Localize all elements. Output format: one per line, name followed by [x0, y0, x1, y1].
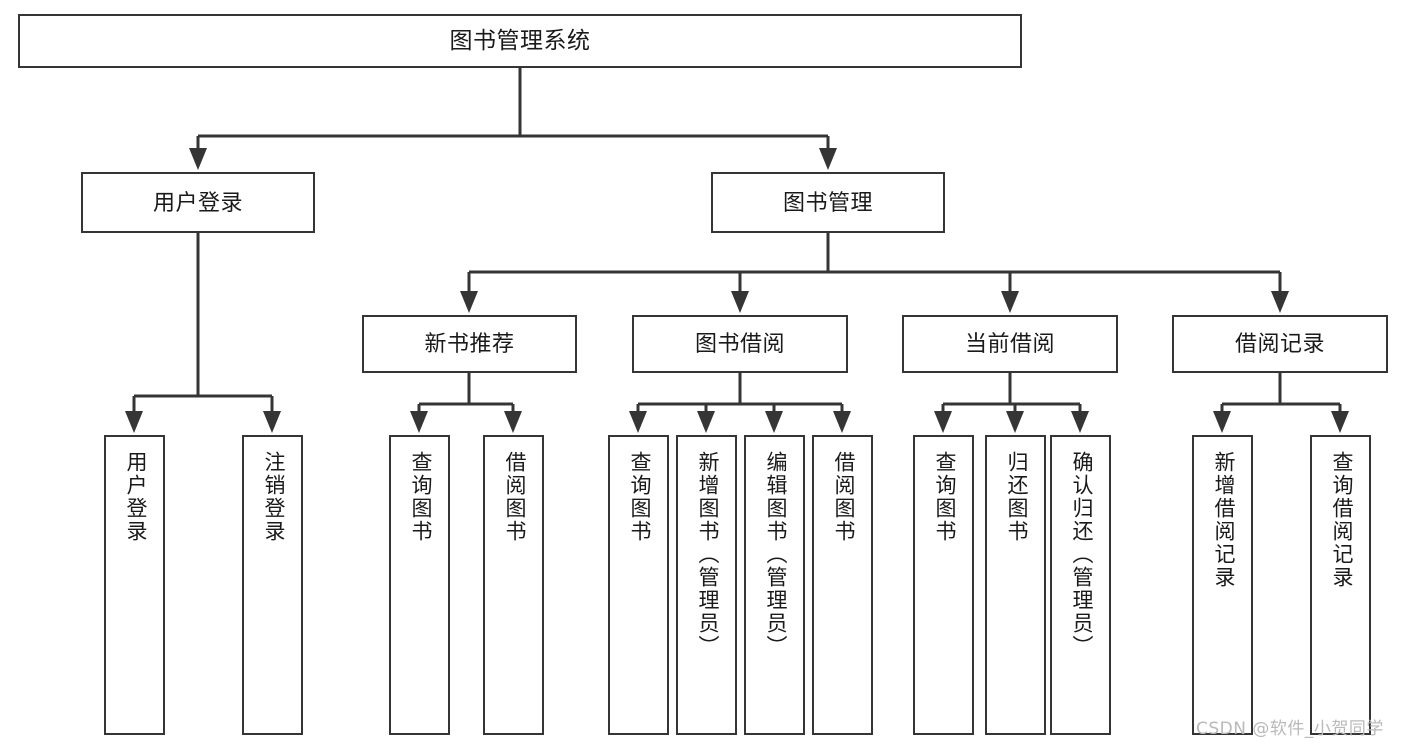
node-leaf-borrow-book-2[interactable]: 借阅图书 [812, 435, 873, 735]
node-label: 查询图书 [408, 451, 432, 543]
node-label: 当前借阅 [964, 331, 1055, 357]
node-label: 注销登录 [261, 451, 285, 543]
node-label: 借阅图书 [502, 451, 526, 543]
node-leaf-add-book[interactable]: 新增图书（管理员） [676, 435, 737, 735]
node-label: 借阅记录 [1234, 331, 1325, 357]
node-book-manage[interactable]: 图书管理 [711, 172, 945, 233]
arrow-head-icon [1006, 411, 1024, 433]
node-current-borrow[interactable]: 当前借阅 [902, 315, 1118, 373]
arrow-head-icon [819, 148, 837, 170]
node-label: 图书管理 [782, 189, 873, 215]
node-label: 用户登录 [123, 451, 147, 543]
node-label: 用户登录 [152, 189, 243, 215]
node-leaf-edit-book[interactable]: 编辑图书（管理员） [744, 435, 805, 735]
node-leaf-confirm-return[interactable]: 确认归还（管理员） [1050, 435, 1111, 735]
node-borrow-record[interactable]: 借阅记录 [1172, 315, 1388, 373]
arrow-head-icon [629, 411, 647, 433]
node-label: 新增图书（管理员） [695, 451, 719, 658]
arrow-head-icon [934, 411, 952, 433]
node-leaf-add-record[interactable]: 新增借阅记录 [1192, 435, 1253, 735]
arrow-head-icon [125, 411, 143, 433]
node-root[interactable]: 图书管理系统 [18, 14, 1022, 68]
node-new-book-rec[interactable]: 新书推荐 [362, 315, 577, 373]
arrow-head-icon [460, 291, 478, 313]
arrow-head-icon [1331, 411, 1349, 433]
arrow-head-icon [263, 411, 281, 433]
node-label: 编辑图书（管理员） [763, 451, 787, 658]
node-label: 新书推荐 [424, 331, 515, 357]
arrow-head-icon [1001, 291, 1019, 313]
arrow-head-icon [1271, 291, 1289, 313]
node-book-borrow[interactable]: 图书借阅 [632, 315, 848, 373]
node-user-login[interactable]: 用户登录 [81, 172, 315, 233]
arrow-head-icon [833, 411, 851, 433]
node-label: 查询图书 [932, 451, 956, 543]
arrow-head-icon [410, 411, 428, 433]
watermark-text: CSDN @软件_小贺同学 [1196, 719, 1384, 739]
arrow-head-icon [697, 411, 715, 433]
arrow-head-icon [1213, 411, 1231, 433]
node-leaf-logout[interactable]: 注销登录 [242, 435, 303, 735]
arrow-head-icon [1071, 411, 1089, 433]
node-leaf-query-record[interactable]: 查询借阅记录 [1310, 435, 1371, 735]
node-label: 图书借阅 [694, 331, 785, 357]
node-leaf-user-login[interactable]: 用户登录 [104, 435, 165, 735]
node-label: 归还图书 [1004, 451, 1028, 543]
node-leaf-borrow-book-1[interactable]: 借阅图书 [483, 435, 544, 735]
node-label: 图书管理系统 [449, 27, 591, 54]
arrow-head-icon [504, 411, 522, 433]
node-leaf-query-book-2[interactable]: 查询图书 [608, 435, 669, 735]
node-leaf-query-book-3[interactable]: 查询图书 [913, 435, 974, 735]
arrow-head-icon [189, 148, 207, 170]
node-label: 借阅图书 [831, 451, 855, 543]
node-label: 新增借阅记录 [1211, 451, 1235, 589]
node-label: 查询图书 [627, 451, 651, 543]
node-label: 确认归还（管理员） [1069, 451, 1093, 658]
arrow-head-icon [765, 411, 783, 433]
arrow-head-icon [731, 291, 749, 313]
node-leaf-return-book[interactable]: 归还图书 [985, 435, 1046, 735]
node-label: 查询借阅记录 [1329, 451, 1353, 589]
node-leaf-query-book-1[interactable]: 查询图书 [389, 435, 450, 735]
